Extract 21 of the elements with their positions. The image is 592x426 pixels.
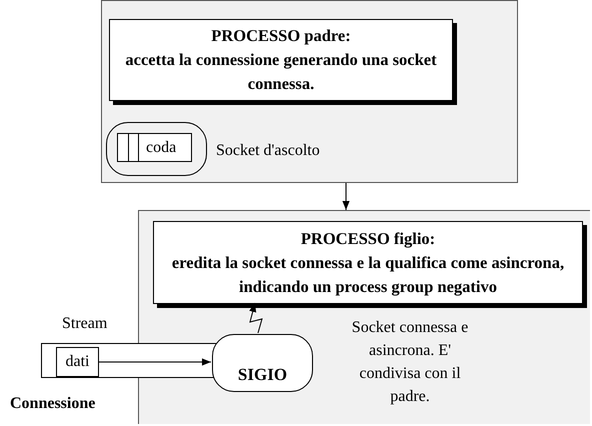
process-description: accetta la connessione generando una socket connessa. [124, 49, 438, 95]
node-label: Stream [62, 314, 108, 334]
process-title: PROCESSO figlio: [300, 228, 436, 250]
signal-arrow [249, 302, 263, 334]
process-title: PROCESSO padre: [211, 25, 351, 47]
node-label: Connessione [10, 394, 96, 414]
box-label: coda [146, 138, 176, 158]
signal-label: SIGIO [238, 364, 288, 386]
signal-shape [212, 334, 313, 392]
arrow [98, 358, 212, 366]
process-description: eredita la socket connessa e la qualifica come asincrona, indicando un process group negativo [170, 252, 566, 298]
queue-box [117, 133, 192, 162]
stream-tube [41, 343, 216, 378]
box-label: dati [66, 352, 90, 372]
node-label: Socket d'ascolto [216, 141, 321, 161]
data-box [56, 347, 99, 377]
process-panel [138, 210, 590, 424]
process-panel [101, 0, 518, 183]
note-text: Socket connessa e asincrona. E' condivisa con il padre. [350, 318, 470, 407]
arrow [342, 182, 350, 210]
listening-socket-shape [106, 122, 207, 176]
